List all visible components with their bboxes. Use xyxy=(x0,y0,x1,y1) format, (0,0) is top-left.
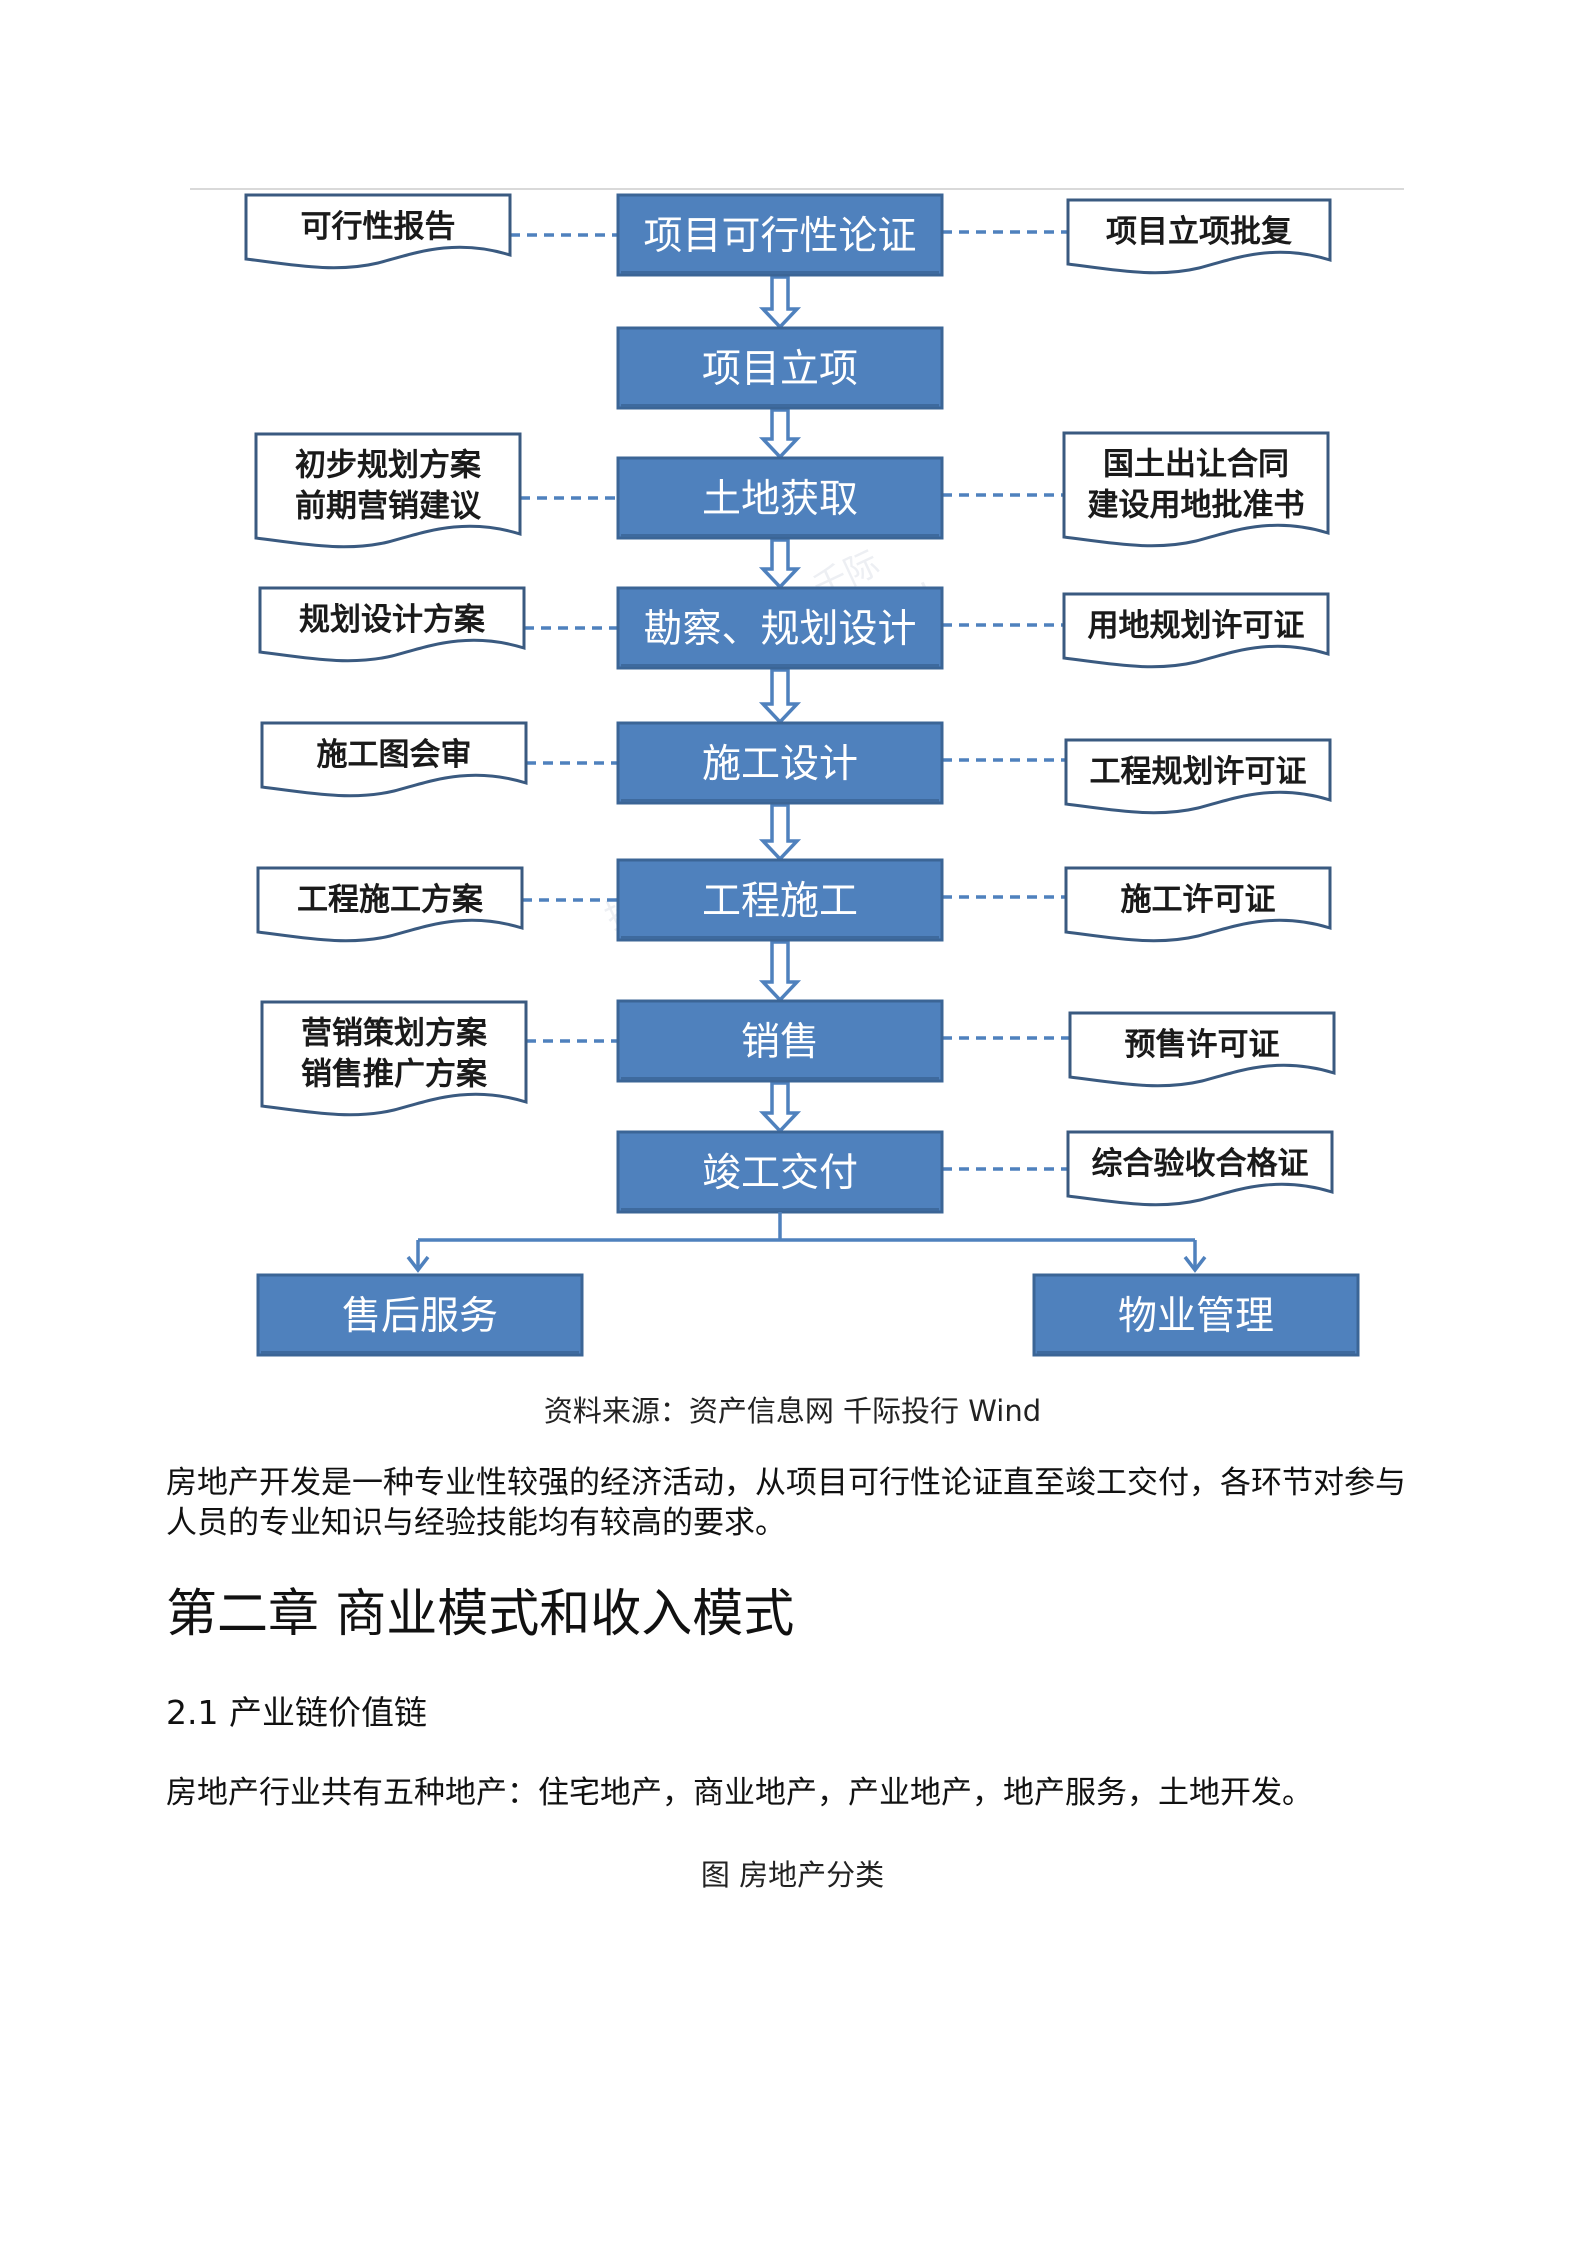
document-shape xyxy=(1066,1130,1334,1207)
process-box xyxy=(1032,1273,1360,1357)
process-box xyxy=(256,1273,584,1357)
process-box xyxy=(616,193,944,277)
process-box xyxy=(616,586,944,670)
left-document-construction: 工程施工方案 xyxy=(256,866,524,943)
step-survey: 勘察、规划设计 xyxy=(616,586,944,670)
process-box-label: 工程施工 xyxy=(702,879,858,924)
box-shadow-line xyxy=(1037,1351,1355,1354)
right-document-delivery: 综合验收合格证 xyxy=(1066,1130,1334,1207)
document-label: 初步规划方案 xyxy=(295,448,482,484)
document-label: 项目立项批复 xyxy=(1106,214,1292,250)
step-construction_design: 施工设计 xyxy=(616,721,944,805)
right-document-construction: 施工许可证 xyxy=(1064,866,1332,943)
down-arrow-icon xyxy=(758,668,802,725)
chapter-heading: 第二章 商业模式和收入模式 xyxy=(166,1585,795,1644)
step-land: 土地获取 xyxy=(616,456,944,540)
document-label: 规划设计方案 xyxy=(299,602,486,638)
box-shadow-line xyxy=(621,799,939,802)
process-box xyxy=(616,1130,944,1214)
down-arrow-icon xyxy=(758,538,802,590)
document-label: 综合验收合格证 xyxy=(1092,1146,1309,1182)
section-heading: 2.1 产业链价值链 xyxy=(166,1693,427,1732)
arrowhead-icon xyxy=(406,1255,430,1273)
document-label: 前期营销建议 xyxy=(295,489,482,525)
box-shadow-line xyxy=(621,1208,939,1211)
document-label: 国土出让合同 xyxy=(1103,447,1289,483)
step-delivery: 竣工交付 xyxy=(616,1130,944,1214)
process-box-label: 竣工交付 xyxy=(702,1151,858,1196)
process-box xyxy=(616,326,944,410)
paragraph-development-intro: 房地产开发是一种专业性较强的经济活动，从项目可行性论证直至竣工交付，各环节对参与… xyxy=(166,1465,1406,1541)
down-arrow-icon xyxy=(758,803,802,862)
process-box-label: 施工设计 xyxy=(702,742,858,787)
step-approval: 项目立项 xyxy=(616,326,944,410)
left-document-construction_design: 施工图会审 xyxy=(260,721,528,798)
process-box-label: 勘察、规划设计 xyxy=(643,607,916,652)
arrowhead-icon xyxy=(1183,1255,1207,1273)
process-box-label: 售后服务 xyxy=(342,1294,498,1339)
process-box xyxy=(616,456,944,540)
document-label: 工程施工方案 xyxy=(297,882,484,918)
figure-caption: 图 房地产分类 xyxy=(700,1858,885,1892)
down-arrow-icon xyxy=(758,275,802,330)
document-label: 工程规划许可证 xyxy=(1090,754,1307,790)
document-label: 销售推广方案 xyxy=(301,1057,488,1093)
document-shape xyxy=(1062,431,1330,548)
left-document-feasibility: 可行性报告 xyxy=(244,193,512,270)
document-shape xyxy=(1068,1011,1336,1088)
box-shadow-line xyxy=(621,1077,939,1080)
final-step-property-management: 物业管理 xyxy=(1032,1273,1360,1357)
step-construction: 工程施工 xyxy=(616,858,944,942)
document-label: 建设用地批准书 xyxy=(1088,488,1305,524)
down-arrow-icon xyxy=(758,940,802,1003)
process-box-label: 项目可行性论证 xyxy=(643,214,916,259)
box-shadow-line xyxy=(621,404,939,407)
paragraph-real-estate-types: 房地产行业共有五种地产：住宅地产，商业地产，产业地产，地产服务，土地开发。 xyxy=(166,1775,1313,1811)
step-sales: 销售 xyxy=(616,999,944,1083)
document-label: 用地规划许可证 xyxy=(1088,608,1305,644)
document-label: 施工图会审 xyxy=(317,737,472,773)
process-box xyxy=(616,858,944,942)
document-shape xyxy=(1066,198,1332,275)
document-shape xyxy=(1064,866,1332,943)
down-arrow-icon xyxy=(758,408,802,460)
box-shadow-line xyxy=(621,271,939,274)
process-box-label: 土地获取 xyxy=(702,477,858,522)
document-label: 营销策划方案 xyxy=(301,1016,488,1052)
document-label: 预售许可证 xyxy=(1125,1027,1280,1063)
document-shape xyxy=(1064,738,1332,815)
down-arrow-icon xyxy=(758,1081,802,1134)
figure-source-caption: 资料来源：资产信息网 千际投行 Wind xyxy=(543,1394,1042,1428)
right-document-sales: 预售许可证 xyxy=(1068,1011,1336,1088)
document-shape xyxy=(256,866,524,943)
step-feasibility: 项目可行性论证 xyxy=(616,193,944,277)
box-shadow-line xyxy=(621,664,939,667)
right-document-construction_design: 工程规划许可证 xyxy=(1064,738,1332,815)
development-process-flowchart: 千际投行Wind可行性报告初步规划方案前期营销建议规划设计方案施工图会审工程施工… xyxy=(190,188,1404,1357)
right-document-survey: 用地规划许可证 xyxy=(1062,592,1330,669)
document-shape xyxy=(254,432,522,549)
process-box-label: 物业管理 xyxy=(1118,1294,1274,1339)
document-shape xyxy=(260,1000,528,1117)
final-step-after-sales: 售后服务 xyxy=(256,1273,584,1357)
box-shadow-line xyxy=(621,936,939,939)
process-box xyxy=(616,999,944,1083)
document-label: 可行性报告 xyxy=(301,209,456,245)
document-shape xyxy=(1062,592,1330,669)
right-document-feasibility: 项目立项批复 xyxy=(1066,198,1332,275)
box-shadow-line xyxy=(261,1351,579,1354)
process-box-label: 项目立项 xyxy=(702,347,858,392)
document-shape xyxy=(258,586,526,663)
document-label: 施工许可证 xyxy=(1121,882,1276,918)
process-box xyxy=(616,721,944,805)
process-box-label: 销售 xyxy=(741,1020,819,1065)
box-shadow-line xyxy=(621,534,939,537)
document-shape xyxy=(260,721,528,798)
document-shape xyxy=(244,193,512,270)
left-document-survey: 规划设计方案 xyxy=(258,586,526,663)
